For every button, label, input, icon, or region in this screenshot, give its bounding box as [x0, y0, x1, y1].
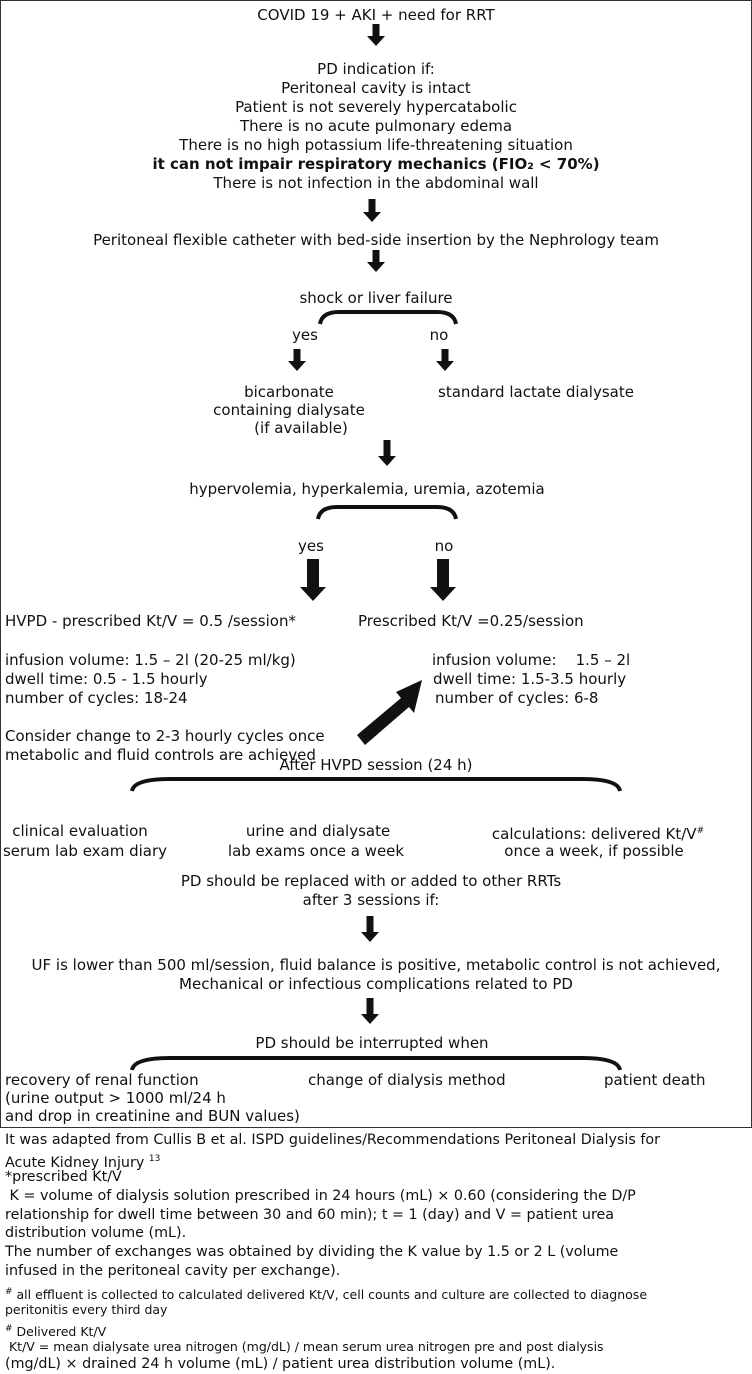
interrupt-item: patient death [604, 1071, 706, 1089]
hvpd-note: metabolic and fluid controls are achieve… [5, 746, 316, 764]
footnote-line: K = volume of dialysis solution prescrib… [5, 1188, 636, 1204]
brace-icon [318, 309, 458, 329]
footnote-delivered-title: # Delivered Kt/V [5, 1324, 107, 1340]
replace-text: after 3 sessions if: [302, 891, 440, 909]
footnote-prescribed-title: *prescribed Kt/V [5, 1169, 122, 1185]
down-arrow-icon [361, 998, 379, 1028]
standard-line: number of cycles: 6-8 [435, 689, 599, 707]
footnote-line: infused in the peritoneal cavity per exc… [5, 1263, 341, 1279]
down-arrow-icon [300, 559, 326, 605]
down-arrow-icon [361, 916, 379, 946]
indication-condition: There is not infection in the abdominal … [213, 174, 539, 192]
replace-text: PD should be replaced with or added to o… [180, 872, 562, 890]
criteria-text: UF is lower than 500 ml/session, fluid b… [31, 956, 721, 974]
brace-icon [130, 1055, 622, 1075]
footnote-source: Acute Kidney Injury 13 [5, 1154, 161, 1171]
footnote-effluent: # all effluent is collected to calculate… [5, 1287, 648, 1303]
catheter-node: Peritoneal flexible catheter with bed-si… [93, 231, 659, 249]
down-arrow-icon [430, 559, 456, 605]
interrupt-item: change of dialysis method [308, 1071, 506, 1089]
brace-icon [130, 776, 622, 796]
decision1-yes: yes [292, 326, 318, 344]
start-node: COVID 19 + AKI + need for RRT [257, 6, 495, 24]
footnote-line: (mg/dL) × drained 24 h volume (mL) / pat… [5, 1356, 556, 1372]
after-item: serum lab exam diary [2, 842, 168, 860]
standard-line: infusion volume: 1.5 – 2l [432, 651, 631, 669]
hvpd-note: Consider change to 2-3 hourly cycles onc… [5, 727, 325, 745]
interrupt-title: PD should be interrupted when [255, 1034, 489, 1052]
after-item: lab exams once a week [227, 842, 405, 860]
criteria-text: Mechanical or infectious complications r… [179, 975, 573, 993]
down-arrow-icon [367, 24, 385, 50]
bicarbonate-result: containing dialysate [213, 401, 365, 419]
footnote-source: It was adapted from Cullis B et al. ISPD… [5, 1132, 661, 1148]
brace-icon [316, 504, 458, 524]
down-arrow-icon [436, 349, 454, 375]
standard-title: Prescribed Kt/V =0.25/session [358, 612, 584, 630]
footnote-line: Kt/V = mean dialysate urea nitrogen (mg/… [5, 1339, 604, 1354]
hvpd-line: number of cycles: 18-24 [5, 689, 188, 707]
standard-line: dwell time: 1.5-3.5 hourly [433, 670, 627, 688]
indication-condition: Peritoneal cavity is intact [281, 79, 471, 97]
decision1-no: no [429, 326, 449, 344]
indication-condition-bold: it can not impair respiratory mechanics … [152, 155, 600, 173]
decision1-question: shock or liver failure [299, 289, 453, 307]
diagonal-arrow-icon [357, 680, 422, 745]
after-item: calculations: delivered Kt/V# [491, 825, 705, 843]
interrupt-item: recovery of renal function [5, 1071, 199, 1089]
footnote-line: relationship for dwell time between 30 a… [5, 1207, 615, 1223]
hvpd-line: infusion volume: 1.5 – 2l (20-25 ml/kg) [5, 651, 296, 669]
decision2-question: hypervolemia, hyperkalemia, uremia, azot… [189, 480, 545, 498]
bicarbonate-result: (if available) [254, 419, 348, 437]
footnote-line: The number of exchanges was obtained by … [5, 1244, 619, 1260]
down-arrow-icon [367, 250, 385, 276]
bicarbonate-result: bicarbonate [244, 383, 334, 401]
indication-condition: There is no acute pulmonary edema [239, 117, 513, 135]
recovery-detail: and drop in creatinine and BUN values) [5, 1107, 300, 1125]
down-arrow-icon [363, 199, 381, 226]
after-session-title: After HVPD session (24 h) [279, 756, 473, 774]
indication-condition: There is no high potassium life-threaten… [179, 136, 573, 154]
indication-condition: Patient is not severely hypercatabolic [235, 98, 517, 116]
after-item: urine and dialysate [245, 822, 391, 840]
lactate-result: standard lactate dialysate [438, 383, 634, 401]
footnote-line: distribution volume (mL). [5, 1225, 187, 1241]
down-arrow-icon [378, 440, 396, 470]
after-item: clinical evaluation [12, 822, 148, 840]
indication-title: PD indication if: [317, 60, 435, 78]
footnote-effluent: peritonitis every third day [5, 1302, 168, 1317]
hvpd-title: HVPD - prescribed Kt/V = 0.5 /session* [5, 612, 296, 630]
decision2-no: no [434, 537, 454, 555]
decision2-yes: yes [298, 537, 324, 555]
hvpd-line: dwell time: 0.5 - 1.5 hourly [5, 670, 208, 688]
recovery-detail: (urine output > 1000 ml/24 h [5, 1089, 226, 1107]
down-arrow-icon [288, 349, 306, 375]
after-item: once a week, if possible [504, 842, 684, 860]
